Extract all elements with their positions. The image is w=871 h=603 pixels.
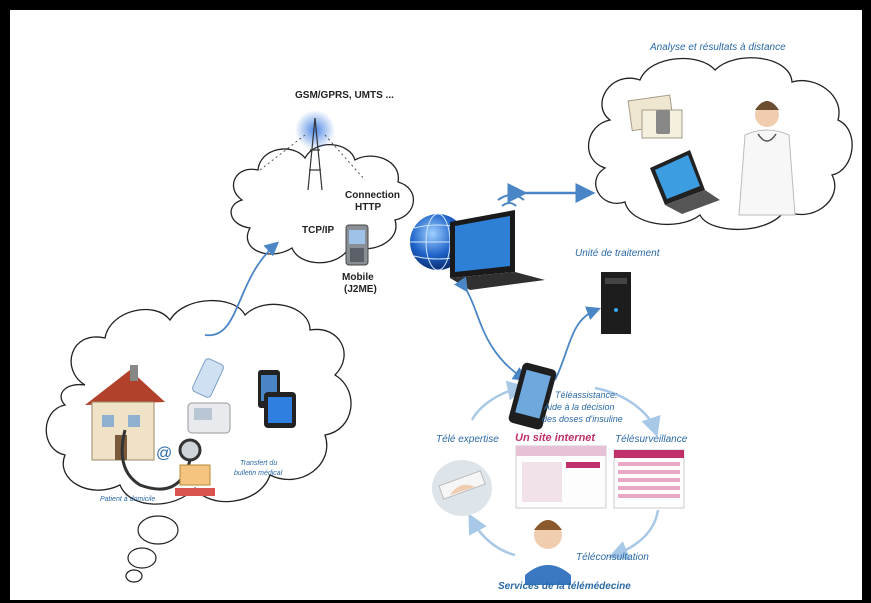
thought-bubble-1 [137,515,179,545]
arrow-smartphone-server [554,306,602,381]
diagram-canvas: @ GSM/GPRS, UMTS ... Connection HTTP TCP… [10,10,862,600]
http-label: HTTP [355,202,382,213]
teleassistance-label-3: des doses d'insuline [542,414,623,424]
laptop-icon [450,194,545,290]
teleassistance-label-1: Téléassistance: [555,390,618,400]
remote-analysis-label: Analyse et résultats à distance [650,42,786,53]
thought-bubble-2 [127,547,157,569]
analysis-cloud [588,57,853,231]
server-tower-icon [601,272,631,334]
house-icon [85,365,165,461]
test-strips-icon [175,464,215,496]
antenna-glow [295,110,335,150]
documents-icon [627,94,683,139]
cycle-arrow-bottom-left [468,513,516,557]
tcpip-label: TCP/IP [302,225,335,236]
pda-device-icon [258,370,296,428]
patient-cloud [45,299,352,505]
doctor-icon [738,101,796,216]
call-agent-icon [525,520,571,585]
services-label: Services de la télémédecine [498,581,631,592]
network-cloud [230,144,415,264]
network-label: GSM/GPRS, UMTS ... [295,90,394,101]
antenna-icon [307,117,323,191]
cycle-arrow-left-top [470,380,528,421]
thought-bubble-3 [125,569,143,583]
website-label: Un site internet [515,432,596,444]
mobile-label: Mobile [342,272,374,283]
transfer-label-1: Transfert du [240,460,278,467]
processing-unit-label: Unité de traitement [575,248,660,259]
mobile-phone-icon [345,224,369,266]
glucometer-icon [192,358,224,398]
diagram-graphics: @ [45,57,853,585]
email-symbol: @ [156,445,172,462]
j2me-label: (J2ME) [344,284,377,295]
telesurveillance-label: Télésurveillance [615,434,688,445]
blood-pressure-monitor-icon [187,402,231,434]
cycle-arrow-right-bottom [608,509,660,560]
teleconsultation-label: Téléconsultation [576,552,649,563]
teleassistance-label-2: Aide à la décision [544,402,615,412]
smartphone-icon [508,362,557,430]
website-screenshot-icon [515,445,685,509]
keyboard-hand-icon [432,460,492,516]
cycle-arrow-top-right [594,386,661,438]
radio-link-right [324,134,366,181]
patient-home-label: Patient à domicile [100,496,156,503]
connection-label: Connection [345,190,400,201]
arrow-laptop-smartphone [453,276,528,381]
analysis-laptop-icon [650,150,720,214]
teleexpertise-label: Télé expertise [436,434,499,445]
arrow-patient-to-network [204,241,280,336]
transfer-label-2: bulletin médical [234,470,283,477]
